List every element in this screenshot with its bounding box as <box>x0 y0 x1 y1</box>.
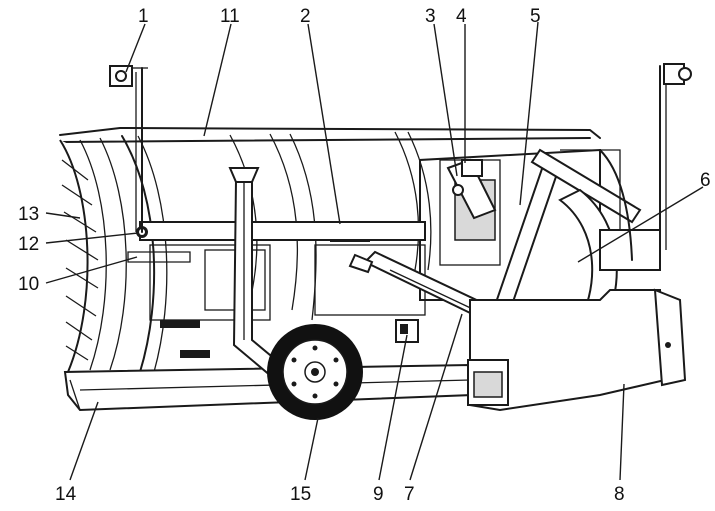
callout-9: 9 <box>373 484 384 505</box>
leader-8 <box>619 383 625 481</box>
pivot-beam <box>127 221 426 263</box>
callout-5: 5 <box>530 6 541 27</box>
callout-2: 2 <box>300 6 311 27</box>
leader-12 <box>45 232 139 244</box>
leader-1 <box>125 23 146 73</box>
hitch-frame <box>467 288 687 412</box>
leader-3 <box>433 23 458 177</box>
callout-6: 6 <box>700 170 711 191</box>
support-wheel <box>267 324 363 420</box>
leader-2 <box>307 23 341 225</box>
leader-5 <box>519 21 539 206</box>
callout-14: 14 <box>55 484 77 505</box>
leader-11 <box>203 23 232 137</box>
callout-7: 7 <box>404 484 415 505</box>
leader-lines <box>45 21 704 481</box>
callout-4: 4 <box>456 6 467 27</box>
leader-10 <box>45 256 138 284</box>
leader-9 <box>378 334 408 481</box>
marker-rod-right <box>659 63 692 251</box>
callout-12: 12 <box>18 234 39 255</box>
callout-1: 1 <box>138 6 149 27</box>
callout-13: 13 <box>18 204 39 225</box>
leader-15 <box>304 417 319 481</box>
cutting-edge-skid <box>63 363 474 412</box>
callout-3: 3 <box>425 6 436 27</box>
stop-block <box>395 319 419 343</box>
callout-15: 15 <box>290 484 311 505</box>
caster-leg <box>228 167 302 394</box>
upper-bracket <box>446 158 497 220</box>
leader-13 <box>45 212 81 219</box>
callout-8: 8 <box>614 484 625 505</box>
leader-7 <box>409 313 463 481</box>
leader-6 <box>577 186 704 263</box>
callout-10: 10 <box>18 274 39 295</box>
callout-labels: 1 2 3 4 5 6 7 8 9 10 11 12 13 14 15 <box>18 6 711 505</box>
leader-14 <box>69 401 99 481</box>
callout-11: 11 <box>220 6 240 27</box>
